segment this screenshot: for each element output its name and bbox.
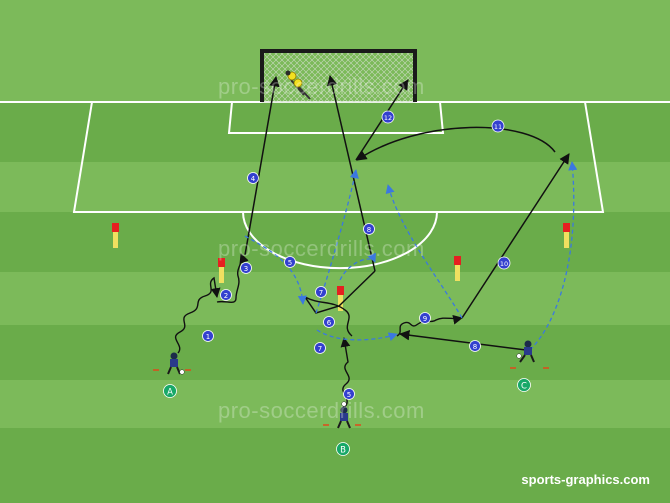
step-label: 7 (319, 289, 323, 297)
step-label: 9 (423, 315, 427, 323)
cross-11 (356, 126, 556, 161)
step-label: 6 (327, 319, 332, 327)
step-marker: 1 (202, 330, 214, 342)
step-marker: 8 (363, 223, 375, 235)
goal-area (227, 101, 445, 134)
step-label: 5 (347, 391, 351, 399)
step-marker: 2 (220, 289, 232, 301)
mannequin (454, 256, 461, 281)
step-label: 2 (224, 292, 228, 300)
mannequin (218, 258, 225, 283)
credit-text: sports-graphics.com (521, 472, 650, 487)
player-badge-a: A (163, 384, 177, 398)
player-badge-c: C (517, 378, 531, 392)
dribble-b (340, 337, 351, 409)
step-marker: 7 (315, 286, 327, 298)
watermark-bottom: pro-soccerdrills.com (218, 398, 425, 423)
goal (260, 49, 417, 103)
pass-7 (316, 329, 398, 342)
dribble-b-2 (304, 296, 353, 337)
dribble-paths (174, 253, 463, 409)
step-marker: 12 (381, 110, 395, 124)
step-label: 12 (384, 114, 392, 122)
step-label: 1 (206, 333, 210, 341)
step-marker: 3 (240, 262, 252, 274)
mannequin (112, 223, 119, 248)
pass-c (529, 161, 578, 351)
step-label: 11 (494, 123, 502, 131)
step-marker: 5 (284, 256, 296, 268)
watermark-middle: pro-soccerdrills.com (218, 236, 425, 261)
step-label: 10 (500, 260, 508, 268)
player-c (510, 340, 549, 369)
player-badges: A B C (163, 378, 531, 456)
pass-6 (398, 329, 527, 351)
mannequin (563, 223, 570, 248)
step-marker: 4 (247, 172, 259, 184)
step-marker: 10 (497, 256, 511, 270)
dribble-c (396, 314, 463, 337)
goalkeeper (285, 70, 311, 100)
run-6-7 (304, 270, 376, 314)
mannequin (337, 286, 344, 311)
dribble-a-2 (216, 253, 249, 303)
pass-9 (385, 184, 463, 319)
player-badge-b: B (336, 442, 350, 456)
pass-7b (339, 252, 376, 281)
step-marker: 6 (323, 316, 335, 328)
penalty-area (72, 101, 605, 213)
step-label: 4 (251, 175, 256, 183)
player-badge-label: A (167, 388, 173, 398)
mannequins (112, 223, 570, 311)
watermark-top: pro-soccerdrills.com (218, 74, 425, 99)
step-label: 7 (318, 345, 322, 353)
penalty-arc (242, 211, 438, 270)
step-marker: 11 (491, 119, 505, 133)
player-badge-label: B (340, 446, 346, 456)
player-a (153, 352, 191, 375)
runs-and-shots (244, 74, 570, 351)
step-marker: 8 (469, 340, 481, 352)
step-label: 8 (367, 226, 371, 234)
shot-4 (244, 75, 280, 256)
step-label: 8 (473, 343, 477, 351)
player-badge-label: C (521, 382, 527, 392)
step-label: 3 (244, 265, 248, 273)
step-marker: 5 (343, 388, 355, 400)
run-10 (461, 153, 570, 319)
dribble-a-1 (174, 276, 221, 354)
pass-paths (244, 161, 578, 351)
shot-12 (355, 79, 409, 161)
pass-5 (244, 235, 307, 305)
step-label: 5 (288, 259, 292, 267)
step-marker: 9 (419, 312, 431, 324)
step-markers: 1 2 3 4 5 5 6 7 7 8 8 9 10 11 12 (202, 110, 511, 400)
players (153, 340, 549, 429)
step-marker: 7 (314, 342, 326, 354)
player-b (323, 401, 361, 429)
